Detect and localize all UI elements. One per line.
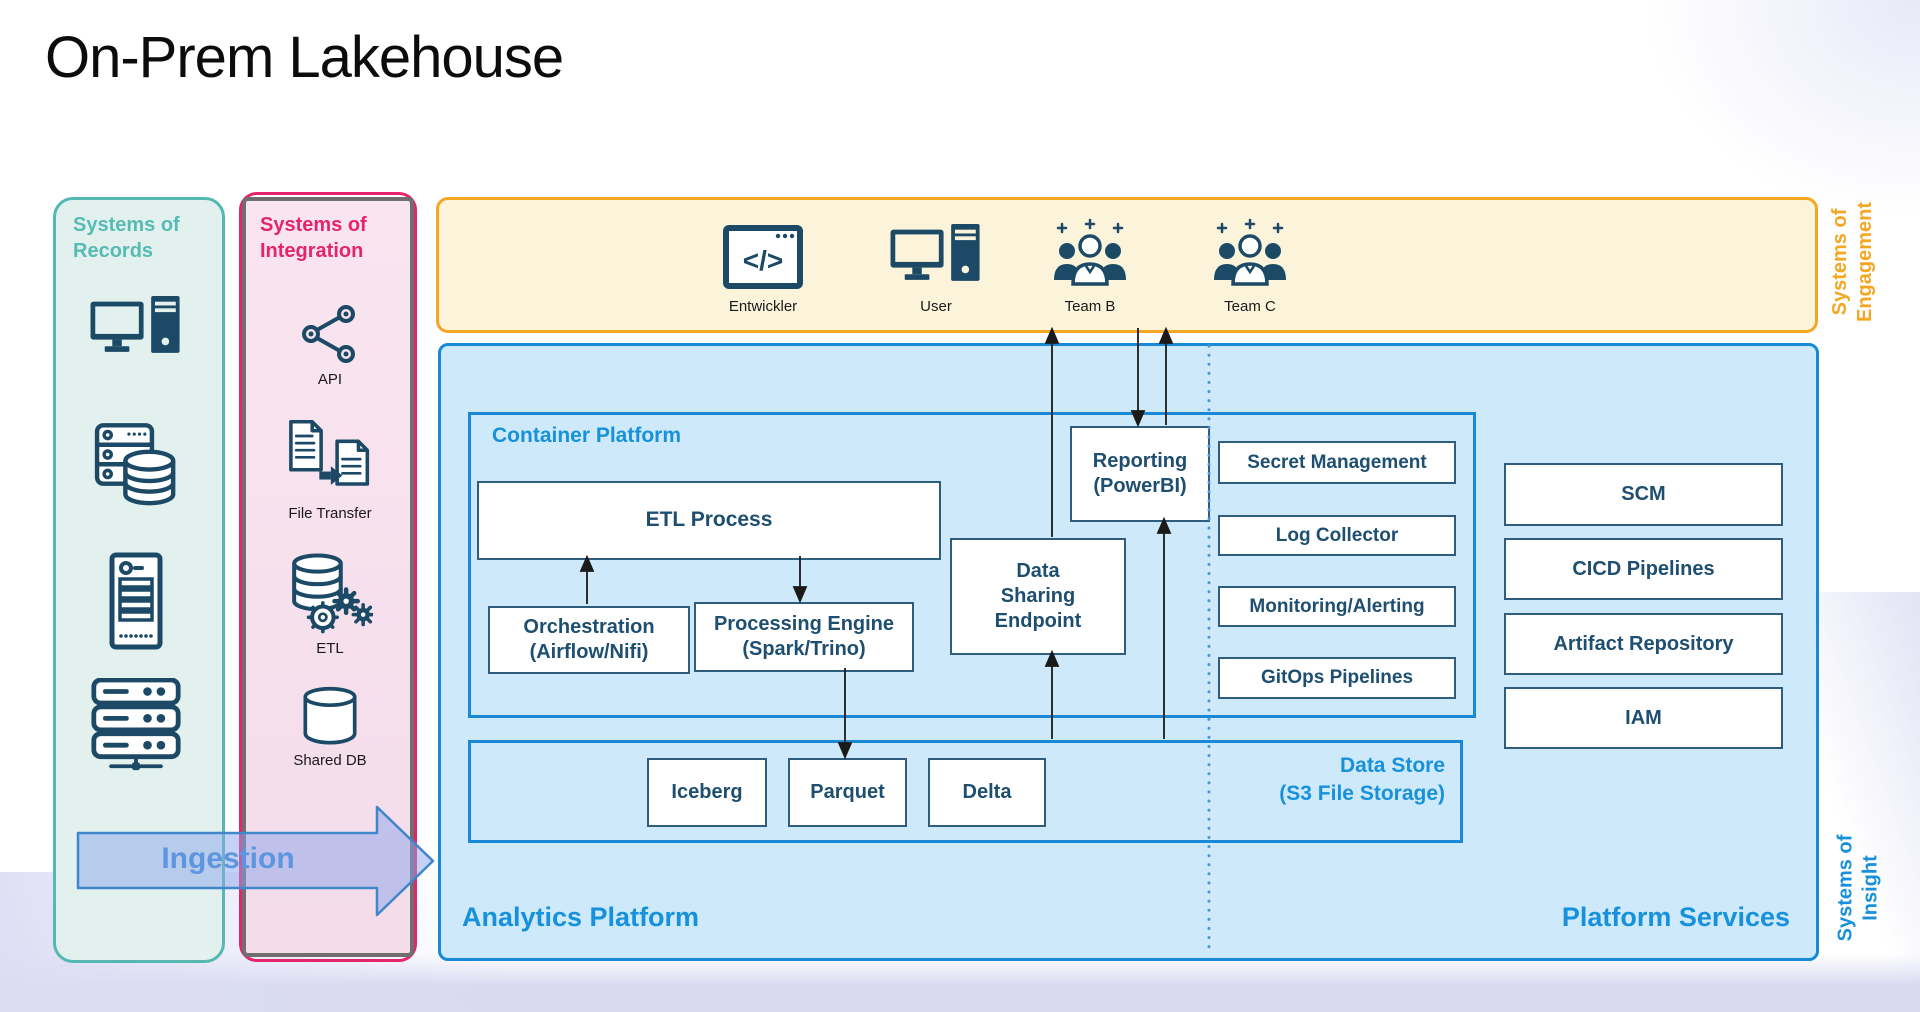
- monitoring-alerting-box: Monitoring/Alerting: [1218, 586, 1456, 627]
- svg-text:</>: </>: [743, 245, 783, 276]
- workstation-icon: [90, 296, 180, 353]
- etl-process-box: ETL Process: [477, 481, 941, 560]
- integration-crimson-border: [239, 192, 417, 962]
- processing-engine-box: Processing Engine (Spark/Trino): [694, 602, 914, 672]
- team-icon: [1214, 218, 1286, 286]
- server-rack-icon: [91, 678, 181, 771]
- data-store-label: Data Store (S3 File Storage): [1279, 754, 1445, 806]
- server-tower-icon: [109, 552, 163, 650]
- code-window-icon: </>: [723, 225, 803, 289]
- data-sharing-endpoint-box: Data Sharing Endpoint: [950, 538, 1126, 655]
- iam-box: IAM: [1504, 687, 1783, 749]
- api-label: API: [317, 371, 343, 388]
- etl-label: ETL: [316, 640, 344, 657]
- team-icon: [1054, 218, 1126, 286]
- systems-of-records-title: Systems of Records: [73, 214, 180, 262]
- team-b-label: Team B: [1064, 298, 1116, 315]
- container-platform-title: Container Platform: [492, 424, 682, 447]
- container-platform-box: [468, 412, 1476, 718]
- iceberg-box: Iceberg: [647, 758, 767, 827]
- file-transfer-icon: [289, 420, 370, 486]
- api-share-icon: [302, 305, 355, 363]
- analytics-platform-label: Analytics Platform: [462, 902, 700, 932]
- data-store-box: [468, 740, 1463, 843]
- parquet-box: Parquet: [788, 758, 907, 827]
- secret-management-box: Secret Management: [1218, 441, 1456, 484]
- ingestion-label: Ingestion: [161, 842, 295, 875]
- workstation-icon: [890, 224, 980, 281]
- file-transfer-label: File Transfer: [288, 505, 372, 522]
- scm-box: SCM: [1504, 463, 1783, 526]
- shared-db-label: Shared DB: [293, 752, 367, 769]
- cicd-pipelines-box: CICD Pipelines: [1504, 538, 1783, 600]
- storage-server-icon: [94, 423, 176, 506]
- log-collector-box: Log Collector: [1218, 515, 1456, 556]
- artifact-repository-box: Artifact Repository: [1504, 613, 1783, 675]
- platform-services-label: Platform Services: [1561, 902, 1790, 932]
- etl-gears-icon: [292, 553, 373, 634]
- team-c-label: Team C: [1224, 298, 1276, 315]
- shared-db-icon: [303, 686, 357, 745]
- systems-of-engagement-side-label: Systems of Engagement: [1829, 201, 1876, 323]
- systems-of-insight-side-label: Systems of Insight: [1834, 834, 1881, 942]
- user-label: User: [920, 298, 952, 315]
- entwickler-label: Entwickler: [728, 298, 798, 315]
- orchestration-box: Orchestration (Airflow/Nifi): [488, 606, 690, 674]
- reporting-box: Reporting (PowerBI): [1070, 426, 1210, 522]
- gitops-pipelines-box: GitOps Pipelines: [1218, 657, 1456, 699]
- systems-of-engagement-box: [436, 197, 1818, 333]
- systems-of-integration-title: Systems of Integration: [260, 214, 367, 262]
- page-title: On-Prem Lakehouse: [45, 25, 564, 90]
- delta-box: Delta: [928, 758, 1046, 827]
- background-corner-bottom-right: [1800, 592, 1920, 1012]
